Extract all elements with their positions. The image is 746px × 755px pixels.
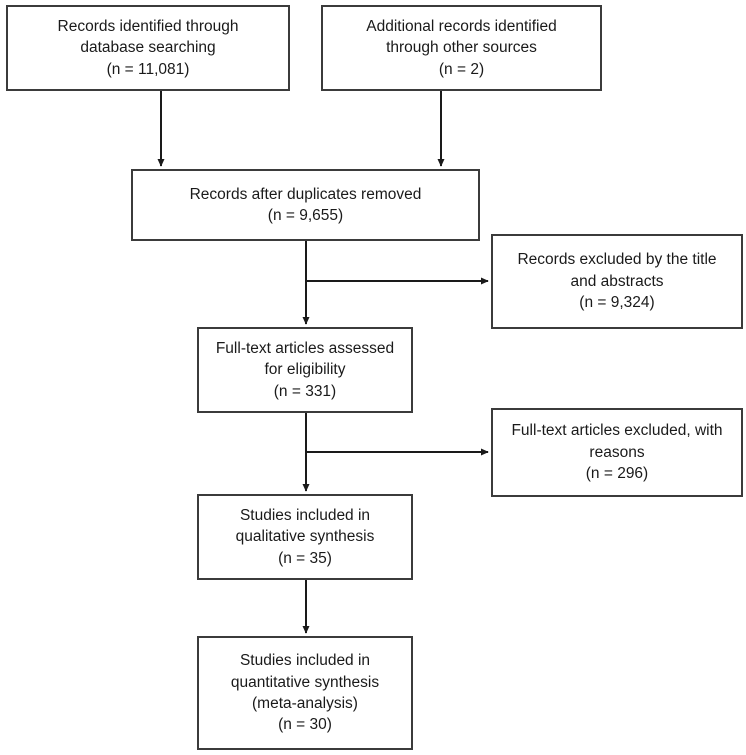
box-count-line: (n = 30) — [278, 716, 332, 734]
box-count-line: (n = 35) — [278, 549, 332, 567]
box-count-line: (n = 296) — [585, 465, 649, 483]
studies-quantitative-synthesis-box: Studies included in quantitative synthes… — [197, 636, 413, 750]
fulltext-articles-assessed-box: Full-text articles assessed for eligibil… — [197, 327, 413, 413]
records-identified-database-box: Records identified through database sear… — [6, 5, 290, 91]
records-identified-other-sources-box: Additional records identified through ot… — [321, 5, 602, 91]
box-text-line: qualitative synthesis — [235, 528, 375, 546]
studies-qualitative-synthesis-box: Studies included in qualitative synthesi… — [197, 494, 413, 580]
box-count-line: (n = 9,324) — [579, 294, 655, 312]
box-text-line: and abstracts — [570, 272, 664, 290]
fulltext-articles-excluded-box: Full-text articles excluded, with reason… — [491, 408, 743, 497]
box-text-line: Records excluded by the title — [517, 251, 717, 269]
box-text-line: Records after duplicates removed — [189, 185, 422, 203]
box-text-line: through other sources — [386, 39, 537, 57]
records-after-duplicates-removed-box: Records after duplicates removed (n = 9,… — [131, 169, 480, 241]
box-text-line: Full-text articles excluded, with — [511, 422, 723, 440]
box-text-line: quantitative synthesis — [230, 673, 380, 691]
box-count-line: (n = 11,081) — [106, 60, 190, 78]
box-text-line: Studies included in — [239, 506, 371, 524]
box-text-line: reasons — [589, 443, 645, 461]
box-text-line: Records identified through — [57, 17, 239, 35]
box-count-line: (n = 331) — [273, 382, 337, 400]
box-text-line: for eligibility — [264, 361, 346, 379]
box-count-line: (n = 9,655) — [267, 207, 344, 224]
box-text-line: (meta-analysis) — [252, 695, 358, 712]
records-excluded-title-abstract-box: Records excluded by the title and abstra… — [491, 234, 743, 329]
box-text-line: Additional records identified — [366, 17, 557, 35]
box-text-line: Studies included in — [239, 652, 371, 670]
box-text-line: Full-text articles assessed — [215, 339, 395, 357]
box-text-line: database searching — [80, 39, 216, 57]
box-count-line: (n = 2) — [438, 60, 485, 78]
